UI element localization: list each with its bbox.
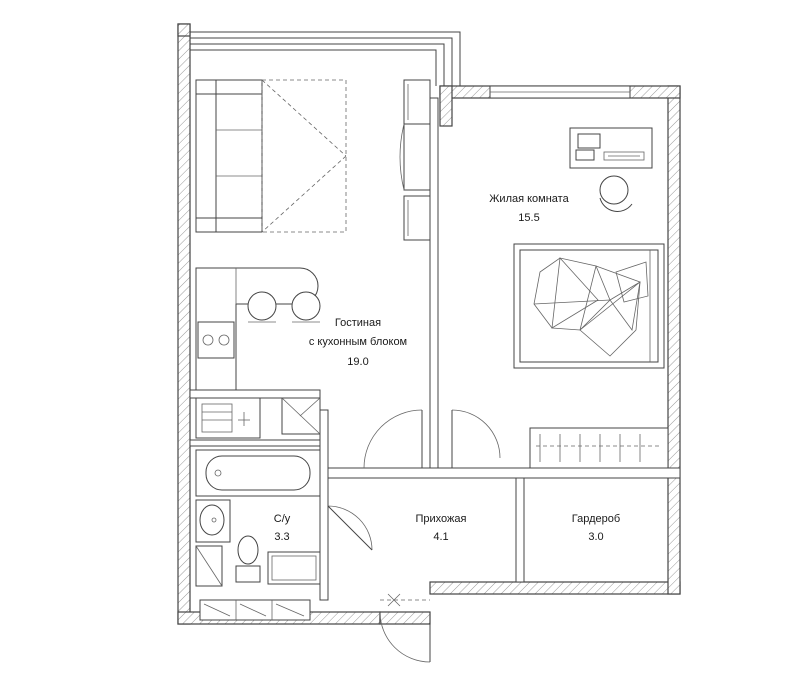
label-bathroom: С/у 3.3 (274, 513, 291, 543)
bath-cabinet (195, 545, 223, 587)
washing-machine (267, 551, 321, 585)
door-kitchen (363, 409, 423, 469)
door-bedroom (451, 409, 501, 468)
wardrobe-closet (529, 427, 669, 469)
kitchen-counter (195, 267, 319, 391)
bathtub (195, 449, 321, 497)
interior-walls (189, 97, 681, 601)
rug (261, 79, 347, 233)
room-name-kitchen-line2: с кухонным блоком (309, 336, 407, 348)
room-area-kitchen: 19.0 (347, 356, 368, 368)
desk (569, 127, 653, 169)
room-area-bathroom: 3.3 (274, 531, 289, 543)
room-name-bathroom: С/у (274, 513, 291, 525)
room-area-wardrobe: 3.0 (588, 531, 603, 543)
room-name-kitchen-line1: Гостиная (335, 317, 381, 329)
label-living-room: Жилая комната 15.5 (489, 193, 569, 224)
room-name-hallway: Прихожая (416, 513, 467, 525)
window-bottom (199, 599, 311, 621)
door-entrance (379, 593, 431, 663)
label-hallway: Прихожая 4.1 (416, 513, 467, 543)
room-area-living: 15.5 (518, 212, 539, 224)
room-area-hallway: 4.1 (433, 531, 448, 543)
tv-unit (399, 79, 431, 241)
label-kitchen-room: Гостиная с кухонным блоком 19.0 (309, 317, 407, 368)
label-wardrobe: Гардероб 3.0 (572, 513, 620, 543)
sofa (195, 79, 263, 233)
room-name-living: Жилая комната (489, 193, 569, 205)
room-name-wardrobe: Гардероб (572, 513, 620, 525)
toilet (235, 535, 261, 583)
desk-chair (599, 175, 633, 212)
bar-stools (247, 291, 321, 323)
stove (197, 321, 235, 359)
washbasin (195, 499, 231, 543)
fridge (281, 397, 321, 435)
window-top-bedroom (489, 85, 631, 99)
bed (513, 243, 665, 369)
window-top-kitchen (190, 31, 461, 86)
kitchen-sink (195, 397, 261, 439)
door-bathroom (327, 505, 373, 551)
